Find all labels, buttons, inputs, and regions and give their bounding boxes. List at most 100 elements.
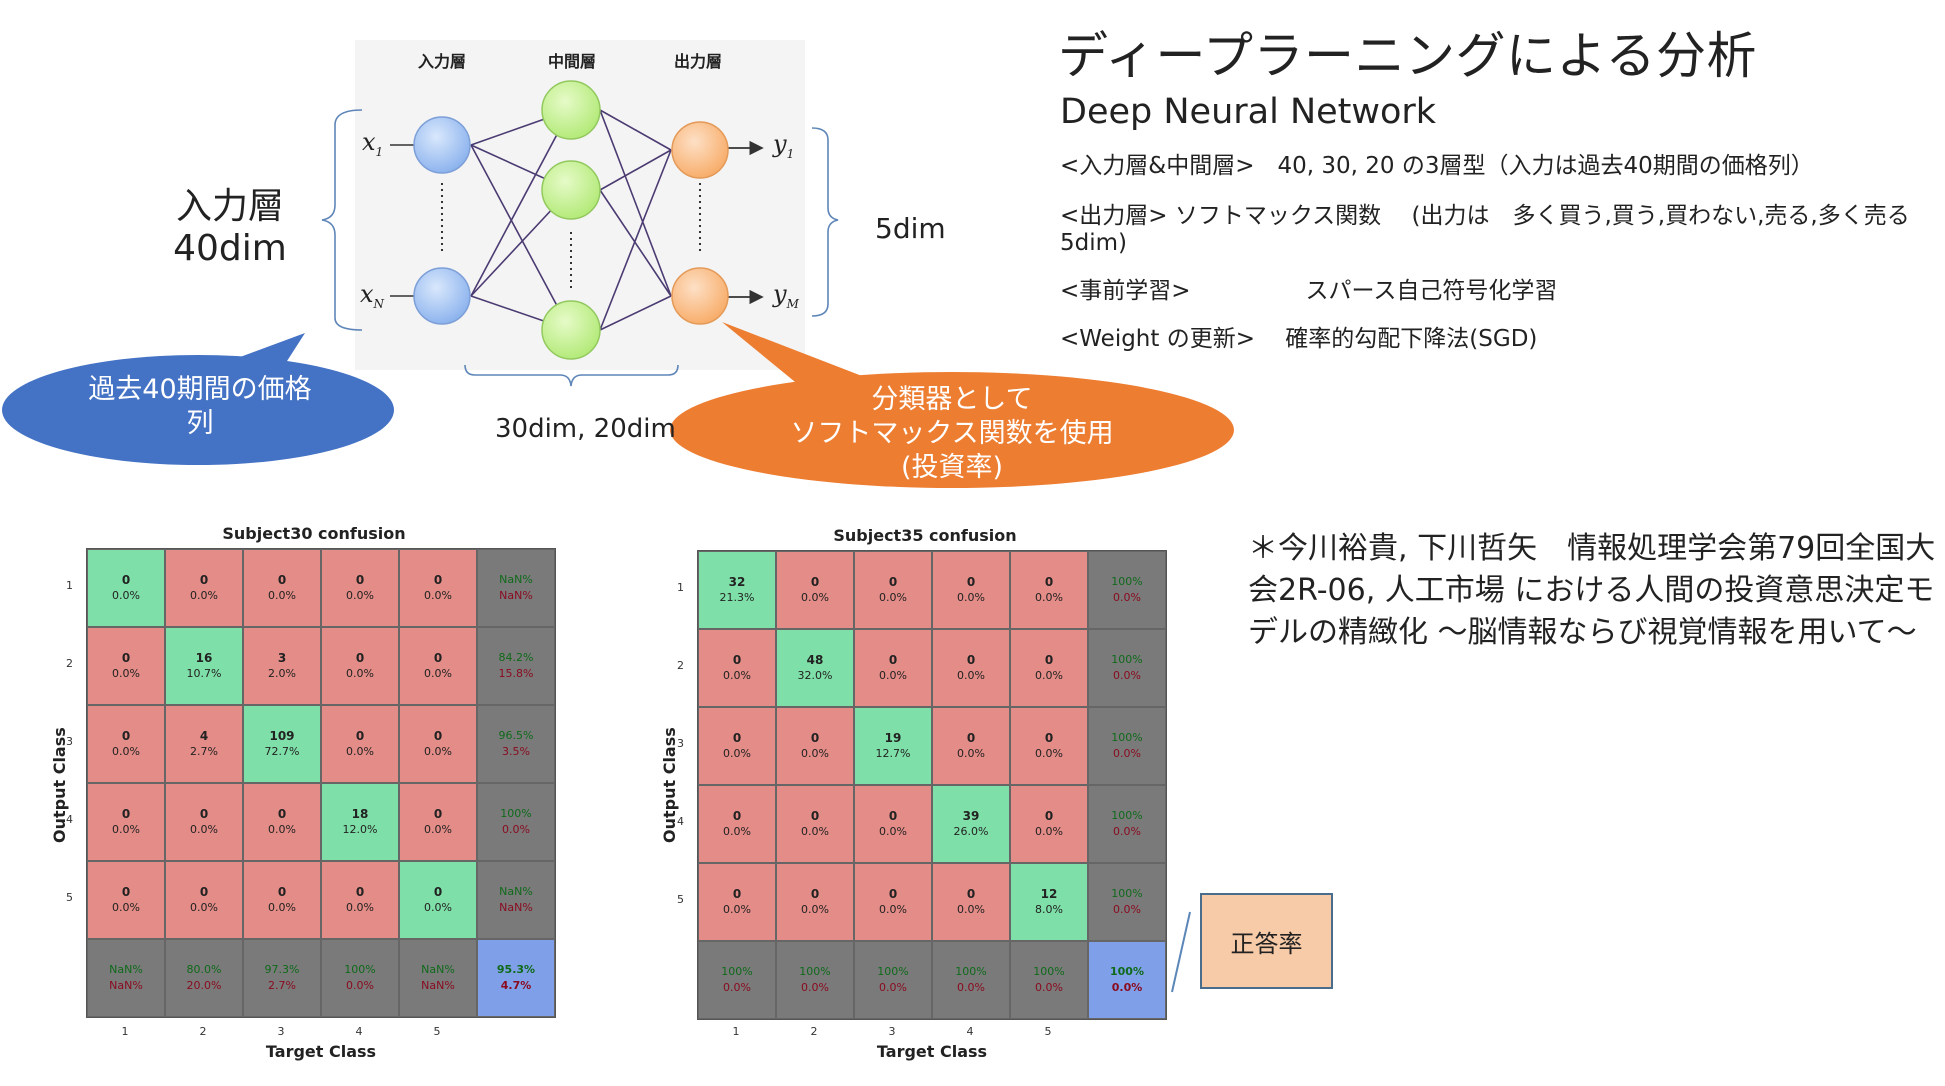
- output-brace: [811, 127, 839, 317]
- var-x1: x1: [362, 128, 384, 159]
- cm-col-summary-2-pa: 100%: [799, 965, 831, 978]
- cm-cell-2-5-p: 0.0%: [424, 667, 452, 680]
- cm-cell-3-4-p: 0.0%: [346, 745, 374, 758]
- cm-cell-2-2-p: 10.7%: [186, 667, 222, 680]
- cm-cell-1-4-n: 0: [355, 573, 365, 587]
- cm-col-summary-1-pa: 100%: [721, 965, 753, 978]
- cm-cell-1-1-n: 0: [121, 573, 131, 587]
- cm-x-tick: 4: [966, 1025, 974, 1038]
- cm-total-accuracy-pa: 95.3%: [496, 963, 536, 976]
- cm-y-tick: 2: [677, 659, 684, 672]
- var-y1: y1: [773, 130, 795, 161]
- neural-network-diagram: [2, 40, 1234, 488]
- cm-col-summary-5: 100%0.0%: [1010, 941, 1088, 1019]
- desc-output-layer: <出力層> ソフトマックス関数 (出力は 多く買う,買う,買わない,売る,多く売…: [1060, 203, 1910, 229]
- cm-col-summary-1: 100% 0.0%: [698, 941, 776, 1019]
- cm-cell-5-3-p: 0.0%: [268, 901, 296, 914]
- cm-row-summary-4: 100%0.0%: [1088, 785, 1166, 863]
- cm-cell-5-3-n: 0: [888, 887, 898, 901]
- cm-cell-1-3-n: 0: [277, 573, 287, 587]
- desc-input-hidden-layers: <入力層&中間層> 40, 30, 20 の3層型（入力は過去40期間の価格列）: [1060, 153, 1814, 179]
- cm-row-summary-2-pa: 84.2%: [498, 651, 534, 664]
- cm-row-summary-5: NaN%NaN%: [477, 861, 555, 939]
- cm-y-tick: 5: [677, 893, 684, 906]
- cm-col-summary-3: 97.3%2.7%: [243, 939, 321, 1017]
- cm1-title: Subject30 confusion: [222, 524, 406, 543]
- cm1-xlabel: Target Class: [265, 1042, 377, 1061]
- cm-cell-1-3-n: 0: [888, 575, 898, 589]
- cm-row-summary-4-pa: 100%: [500, 807, 532, 820]
- cm-x-tick: 3: [888, 1025, 896, 1038]
- cm-cell-3-4-n: 0: [966, 731, 976, 745]
- cm-cell-3-5-p: 0.0%: [424, 745, 452, 758]
- cm-y-tick: 1: [66, 579, 73, 592]
- cm-cell-4-4-n: 39: [962, 809, 980, 823]
- cm2-title: Subject35 confusion: [833, 526, 1017, 545]
- cm-cell-5-5-p: 8.0%: [1035, 903, 1063, 916]
- cm-cell-5-4-n: 0: [355, 885, 365, 899]
- cm-total-accuracy-pa: 100%: [1110, 965, 1144, 978]
- cm-row-summary-2-pa: 100%: [1111, 653, 1143, 666]
- slide-subtitle: Deep Neural Network: [1060, 92, 1437, 132]
- input-brace: [321, 109, 363, 331]
- cm-cell-3-1-p: 0.0%: [112, 745, 140, 758]
- cm-cell-1-5-p: 0.0%: [1035, 591, 1063, 604]
- cm-cell-4-4-p: 12.0%: [342, 823, 378, 836]
- cm-cell-4-5-n: 0: [1044, 809, 1054, 823]
- cm-cell-5-1-n: 0: [121, 885, 131, 899]
- cm-cell-3-2-p: 2.7%: [190, 745, 218, 758]
- cm-row-summary-4: 100%0.0%: [477, 783, 555, 861]
- cm-x-tick: 1: [121, 1025, 129, 1038]
- hidden-node-n: [541, 300, 601, 360]
- cm-cell-5-3-p: 0.0%: [879, 903, 907, 916]
- cm-col-summary-5-pa: 100%: [1033, 965, 1065, 978]
- cm-cell-5-5-n: 12: [1040, 887, 1058, 901]
- cm-cell-4-5-n: 0: [433, 807, 443, 821]
- output-node-1: [671, 121, 729, 179]
- cm-cell-3-5: 0 0.0%: [399, 705, 477, 783]
- cm-y-tick: 4: [66, 813, 73, 826]
- cm-cell-5-5: 12 8.0%: [1010, 863, 1088, 941]
- cm-cell-4-3-n: 0: [277, 807, 287, 821]
- cm-total-accuracy-pb: 4.7%: [500, 979, 532, 992]
- cm-cell-2-1-p: 0.0%: [723, 669, 751, 682]
- hidden-brace: [464, 364, 679, 387]
- desc-pretraining: <事前学習> スパース自己符号化学習: [1060, 278, 1558, 304]
- cm-row-summary-1-pa: NaN%: [499, 573, 533, 586]
- cm-col-summary-1-pb: 0.0%: [723, 981, 751, 994]
- cm-cell-3-5-n: 0: [433, 729, 443, 743]
- cm-cell-4-1-p: 0.0%: [112, 823, 140, 836]
- orange-bubble-text: 分類器として ソフトマックス関数を使用 (投資率): [790, 384, 1114, 483]
- cm-row-summary-3-pa: 96.5%: [498, 729, 534, 742]
- cm-cell-2-5-p: 0.0%: [1035, 669, 1063, 682]
- cm-x-tick: 2: [199, 1025, 207, 1038]
- cm-cell-1-2-n: 0: [810, 575, 820, 589]
- cm-cell-2-2-n: 48: [806, 653, 824, 667]
- cm-row-summary-3: 96.5%3.5%: [477, 705, 555, 783]
- cm-cell-3-2-p: 0.0%: [801, 747, 829, 760]
- cm-cell-4-3-p: 0.0%: [268, 823, 296, 836]
- header-input-layer: 入力層: [418, 52, 467, 71]
- cm-cell-3-5-p: 0.0%: [1035, 747, 1063, 760]
- cm-col-summary-3-pa: 100%: [877, 965, 909, 978]
